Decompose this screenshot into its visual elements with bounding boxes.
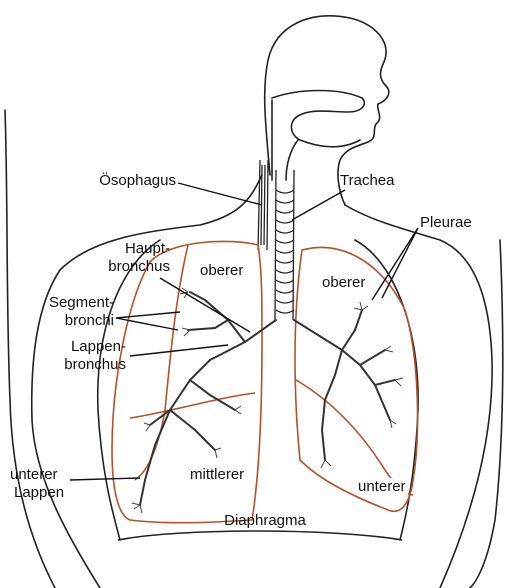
label-lappenbronchus-line1: Lappen- (70, 338, 126, 355)
bronchial-tree (139, 291, 396, 506)
nasal-cavity (271, 89, 366, 148)
leader-oesophagus (177, 182, 263, 206)
right-lung-upper-fissure (129, 392, 256, 419)
leader-pleurae-1 (371, 227, 419, 301)
label-lappenbronchus-line2: bronchus (64, 356, 126, 373)
pharynx (271, 99, 299, 181)
left-lung-outline (294, 246, 419, 512)
diaphragm-line (117, 530, 403, 541)
leader-lines (69, 182, 419, 481)
label-right-middle-lobe: mittlerer (188, 466, 247, 483)
leader-segmentbronchi-2 (115, 317, 179, 331)
left-arm (4, 109, 56, 588)
ribcage-outline (96, 239, 419, 541)
bronchiole-tufts (131, 287, 404, 514)
leader-pleurae-2 (381, 227, 419, 299)
neck-left (30, 174, 263, 588)
label-oesophagus: Ösophagus (99, 172, 176, 189)
label-right-upper-lobe: oberer (198, 262, 246, 279)
leader-trachea (291, 189, 346, 221)
label-segmentbronchi-line1: Segment- (48, 294, 114, 311)
esophagus (257, 159, 269, 251)
label-diaphragma: Diaphragma (224, 512, 306, 529)
right-lung-oblique-fissure (134, 244, 189, 481)
right-arm (469, 239, 504, 588)
label-unterer-lappen-line1: unterer (10, 466, 58, 483)
leader-segmentbronchi-1 (115, 311, 181, 319)
right-lung-outline (111, 240, 263, 524)
trachea-rings (274, 169, 295, 321)
leader-unterer-lappen (69, 477, 141, 481)
label-trachea: Trachea (340, 172, 395, 189)
head-outline (263, 15, 390, 206)
label-segmentbronchi-line2: bronchi (64, 312, 114, 329)
neck-right (344, 204, 493, 588)
label-left-upper-lobe: oberer (320, 274, 368, 291)
label-hauptbronchus-line1: Haupt- (124, 240, 170, 257)
label-left-lower-lobe: unterer (356, 478, 408, 495)
leader-lappenbronchus (129, 344, 229, 357)
label-unterer-lappen-line2: Lappen (14, 484, 65, 501)
leader-hauptbronchus (159, 277, 251, 333)
label-hauptbronchus-line2: bronchus (108, 258, 170, 275)
label-pleurae: Pleurae (420, 214, 472, 231)
